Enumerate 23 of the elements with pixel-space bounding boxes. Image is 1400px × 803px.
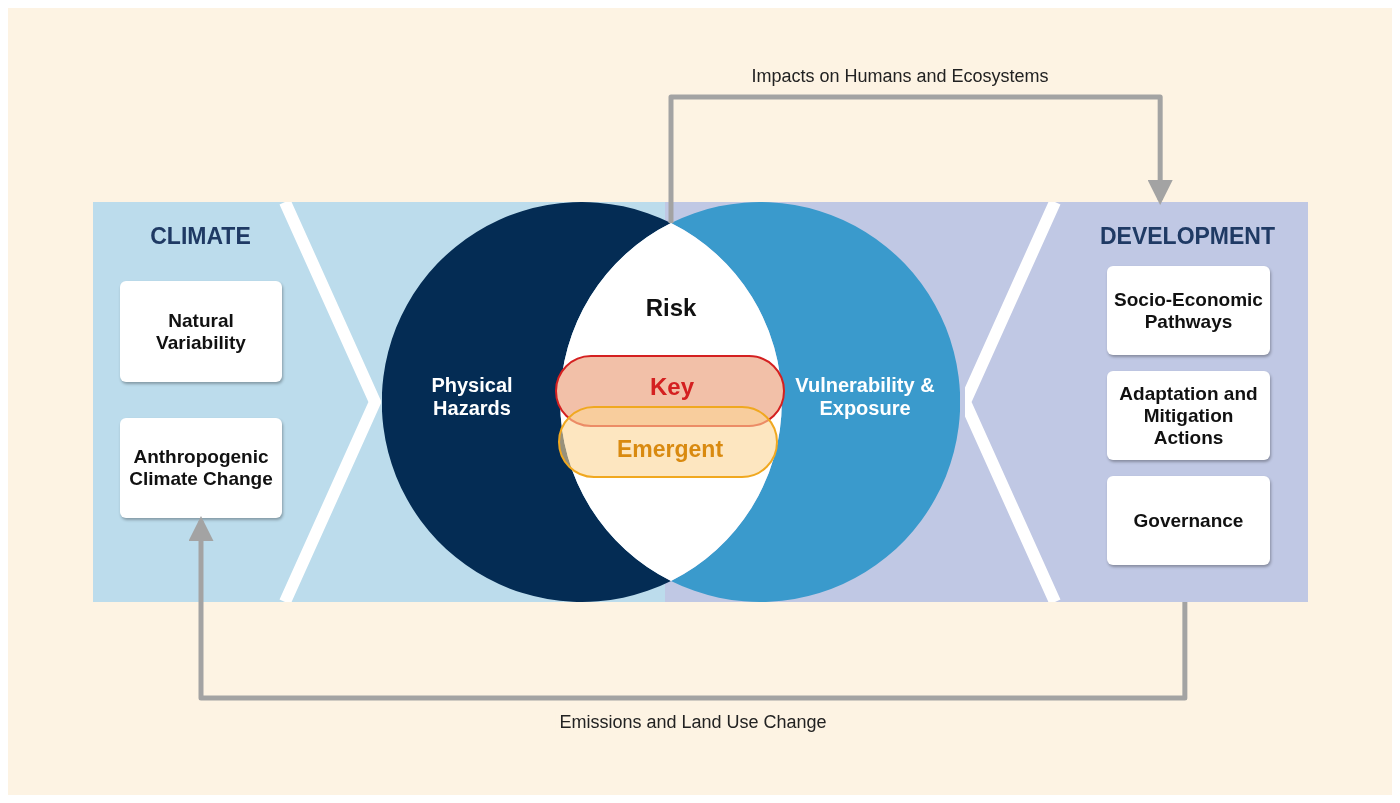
node-label: Emergent (616, 435, 724, 463)
factor-box (1107, 371, 1270, 460)
emergent-risk-pill (558, 406, 778, 478)
node-label: Natural Variability (155, 309, 247, 354)
section-heading: CLIMATE (150, 222, 251, 250)
factor-box (1107, 476, 1270, 565)
node-label: Socio-Economic Pathways (1113, 288, 1264, 333)
node-label: Risk (645, 294, 697, 322)
factor-box (1107, 266, 1270, 355)
development-band (965, 202, 1308, 602)
node-label: Physical Hazards (430, 374, 514, 420)
arrow (188, 516, 1188, 701)
factor-box (120, 281, 282, 382)
factor-box (120, 418, 282, 518)
climate-band (93, 202, 381, 602)
section-heading: DEVELOPMENT (1099, 222, 1276, 250)
node-label: Governance (1133, 509, 1244, 532)
node-label: Key (650, 373, 694, 401)
arrow (668, 94, 1173, 223)
key-risk-pill (555, 355, 785, 427)
node-label: Adaptation and Mitigation Actions (1118, 382, 1259, 449)
node-label: Vulnerability & Exposure (795, 374, 935, 420)
node-label: Anthropogenic Climate Change (128, 446, 274, 490)
